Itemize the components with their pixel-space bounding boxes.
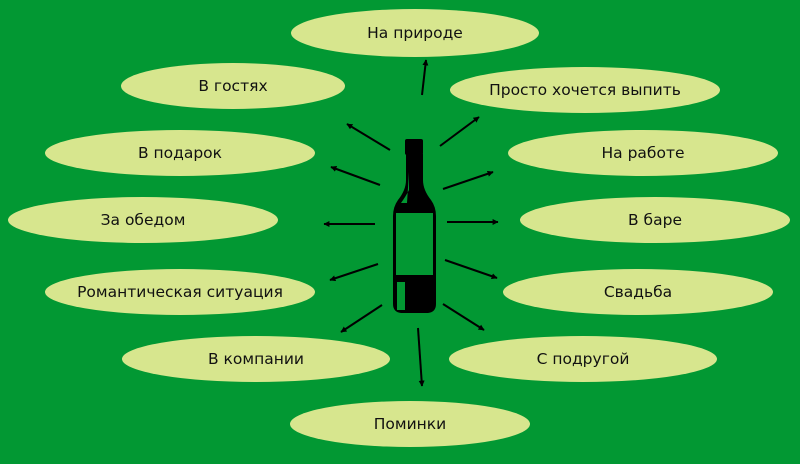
node-ellipse (503, 269, 773, 315)
node-ellipse (8, 197, 278, 243)
node-pominki: Поминки (290, 401, 530, 447)
node-ellipse (508, 130, 778, 176)
arrow-to-v-gostyah (346, 123, 391, 151)
arrow-to-s-podrugoy (442, 303, 485, 331)
arrow-to-na-prirode (421, 59, 429, 96)
node-label: Просто хочется выпить (489, 81, 681, 99)
node-label: Поминки (374, 415, 446, 433)
node-ellipse (450, 67, 720, 113)
node-prosto-hochetsya-vypit: Просто хочется выпить (450, 67, 720, 113)
node-label: За обедом (101, 211, 186, 229)
node-label: На работе (601, 144, 684, 162)
node-label: В подарок (138, 144, 222, 162)
node-label: В компании (208, 350, 304, 368)
node-ellipse (45, 130, 315, 176)
wine-bottle-icon (393, 139, 436, 313)
node-ellipse (121, 63, 345, 109)
node-ellipse (122, 336, 390, 382)
node-za-obedom: За обедом (8, 197, 278, 243)
arrow-to-na-rabote (442, 170, 494, 190)
node-svadba: Свадьба (503, 269, 773, 315)
node-s-podrugoy: С подругой (449, 336, 717, 382)
arrow-to-v-podarok (330, 166, 381, 186)
node-ellipse (449, 336, 717, 382)
node-label: В баре (628, 211, 682, 229)
node-v-podarok: В подарок (45, 130, 315, 176)
arrow-to-romanticheskaya-situaciya (329, 263, 379, 282)
node-label: С подругой (537, 350, 630, 368)
arrow-to-svadba (444, 259, 498, 280)
node-ellipse (290, 401, 530, 447)
node-ellipse (291, 9, 539, 57)
node-label: Романтическая ситуация (77, 283, 283, 301)
arrow-to-prosto-hochetsya-vypit (439, 116, 480, 147)
node-label: В гостях (198, 77, 267, 95)
node-ellipse (45, 269, 315, 315)
node-ellipse (520, 197, 790, 243)
node-label: На природе (367, 24, 463, 42)
node-na-prirode: На природе (291, 9, 539, 57)
node-na-rabote: На работе (508, 130, 778, 176)
arrow-to-pominki (417, 327, 425, 387)
node-label: Свадьба (604, 283, 672, 301)
arrow-to-v-kompanii (340, 304, 383, 333)
node-v-bare: В баре (520, 197, 790, 243)
node-romanticheskaya-situaciya: Романтическая ситуация (45, 269, 315, 315)
node-v-gostyah: В гостях (121, 63, 345, 109)
node-v-kompanii: В компании (122, 336, 390, 382)
